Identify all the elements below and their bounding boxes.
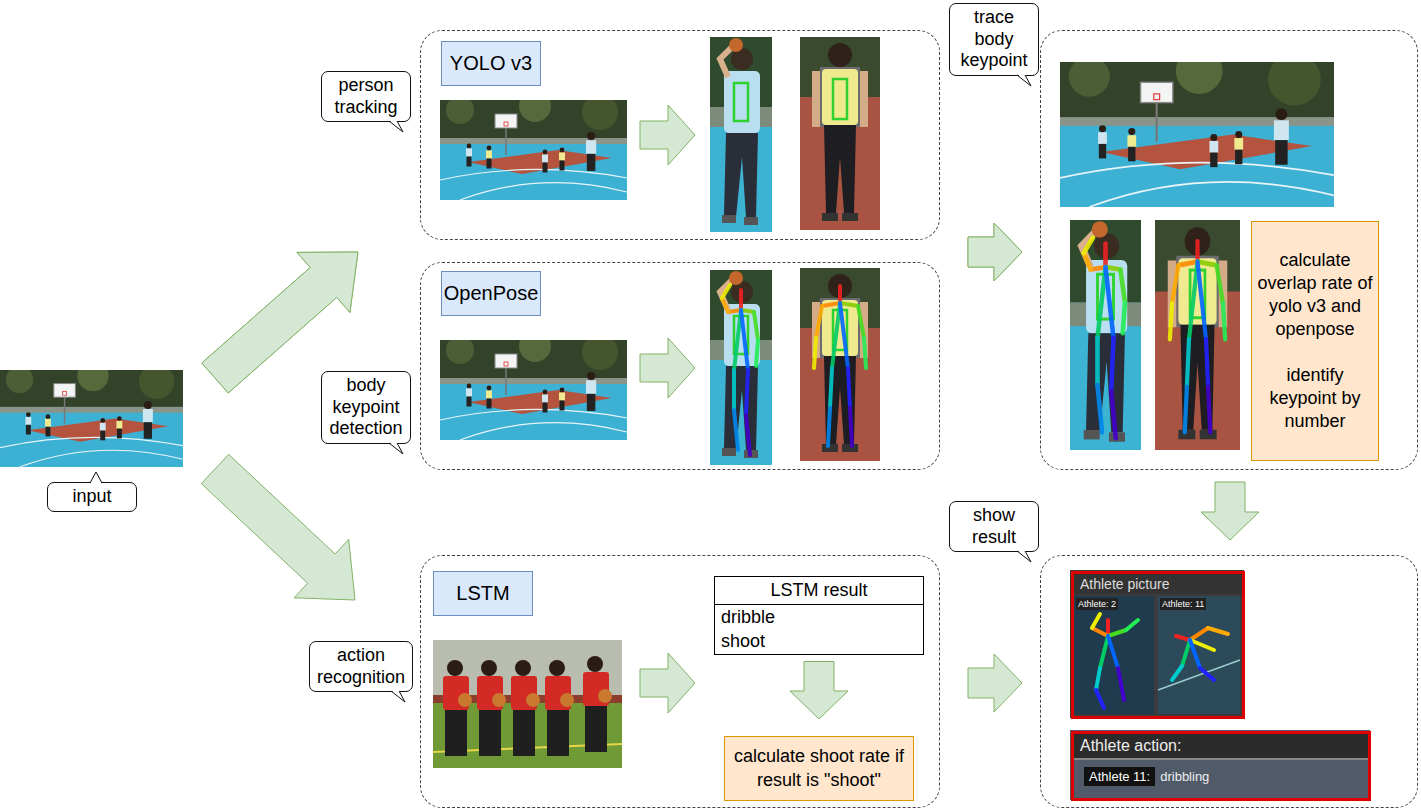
thumb-label: Athlete: 2 [1076,598,1118,610]
callout-tail-line [1017,75,1031,86]
callout-text: trace body keypoint [960,7,1027,70]
block-arrow [968,223,1022,281]
callout-bubble: show result [949,501,1039,552]
table-cell: shoot [715,629,923,654]
model-box: LSTM [433,571,533,616]
table-header: LSTM result [715,577,923,605]
panel-header: Athlete action: [1074,734,1368,760]
model-label: LSTM [456,582,509,605]
action-sequence-photo [433,640,622,768]
callout-tail-fill [391,690,405,702]
player-crop [1155,220,1240,450]
callout-tail [390,690,406,703]
action-text: dribbling [1160,769,1209,784]
player-crop [710,37,772,232]
court-photo [440,330,627,440]
court-photo [0,360,183,467]
group-panel: body keypoint detectionOpenPose [420,262,940,470]
result-screen [1070,570,1370,800]
callout-text: show result [972,505,1016,547]
skeleton-overlay [722,285,758,455]
input-image: input [0,370,183,467]
note-box: calculate shoot rate if result is "shoot… [724,736,914,801]
callout-tail [88,471,104,484]
callout-text: input [72,486,111,506]
block-arrow [968,223,1022,281]
callout-tail-fill [1017,550,1031,562]
callout-tail [388,120,404,133]
panel-header: Athlete picture [1074,574,1242,594]
callout-tail-line [389,443,403,454]
note-box: calculate overlap rate of yolo v3 and op… [1251,221,1379,461]
table-cell: dribble [715,605,923,630]
callout-bubble: body keypoint detection [321,371,411,444]
group-panel: trace body keypointcalculate overlap rat… [1040,30,1418,470]
block-arrow [201,454,355,600]
athlete-action-panel: Athlete action: Athlete 11: dribbling [1071,731,1371,801]
athlete-tag: Athlete 11: [1084,767,1155,786]
block-arrow [1201,482,1259,540]
callout-tail-line [391,691,405,702]
note-text: calculate shoot rate if result is "shoot… [729,745,909,791]
callout-tail-line [90,472,102,483]
player-crop [710,270,772,465]
block-arrow [790,662,848,720]
callout-bubble: trace body keypoint [949,3,1039,76]
callout-text: body keypoint detection [329,375,402,438]
note-text: identify keypoint by number [1256,364,1374,433]
court-photo [440,90,627,200]
callout-text: person tracking [334,75,397,117]
thumb-label: Athlete: 11 [1160,598,1206,610]
skeleton-overlay [1084,238,1125,439]
note-text: calculate overlap rate of yolo v3 and op… [1256,249,1374,341]
skeleton-overlay [814,286,866,446]
player-crop [800,268,880,461]
group-panel: show resultAthlete pictureAthlete: 2Athl… [1040,555,1418,808]
callout-tail [1016,74,1032,87]
model-label: YOLO v3 [450,52,532,75]
callout-bubble: person tracking [321,71,411,122]
athlete-picture-panel: Athlete pictureAthlete: 2 Athlete: 11 [1071,571,1245,719]
step-arrow [640,105,695,713]
player-crop [1070,220,1141,450]
callout-bubble: action recognition [309,641,413,692]
callout-tail [388,442,404,455]
player-crop [800,37,880,230]
group-panel: person trackingYOLO v3 [420,30,940,240]
action-row: Athlete 11: dribbling [1074,760,1368,792]
callout-bubble: input [47,482,137,512]
block-arrow [968,654,1022,712]
model-label: OpenPose [444,282,539,305]
callout-tail-line [389,121,403,132]
model-box: OpenPose [441,271,541,316]
callout-text: action recognition [317,645,405,687]
model-box: YOLO v3 [441,41,541,86]
callout-tail-fill [90,472,102,484]
callout-tail [1016,550,1032,563]
result-table: LSTM resultdribbleshoot [714,576,924,655]
skeleton-overlay [1170,241,1225,432]
court-photo [1060,48,1334,208]
callout-tail-fill [389,120,403,132]
callout-tail-fill [1017,74,1031,86]
callout-tail-line [1017,551,1031,562]
group-panel: action recognitionLSTMLSTM resultdribble… [420,555,940,808]
callout-tail-fill [389,442,403,454]
